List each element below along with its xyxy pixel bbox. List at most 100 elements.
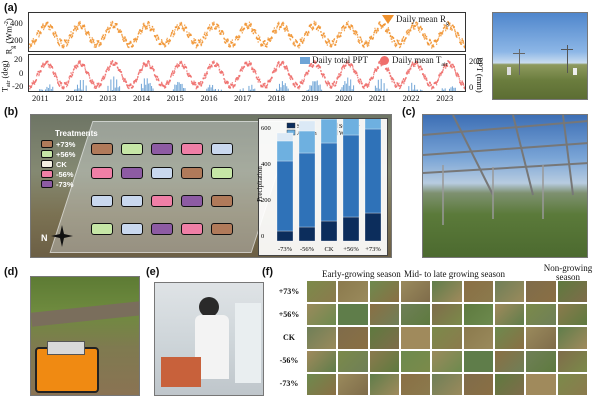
rg-series	[29, 20, 465, 49]
vegetation-photo-cell	[462, 280, 494, 304]
precip-category-label: +56%	[343, 246, 359, 253]
vegetation-photo-cell	[556, 326, 588, 350]
laboratory-photo	[154, 282, 264, 396]
year-tick-label: 2019	[301, 93, 319, 103]
vegetation-photo-cell	[431, 326, 463, 350]
panel-b-letter: (b)	[4, 106, 19, 118]
precip-bar-segment	[298, 120, 316, 132]
field-tower-photo	[492, 12, 588, 100]
plot-cell	[121, 167, 143, 179]
precip-bar-segment	[320, 118, 338, 144]
vegetation-photo-cell	[556, 280, 588, 304]
vegetation-photo-cell	[337, 349, 369, 373]
tair-tick-0: 0	[19, 68, 24, 78]
rg-legend-text: Daily mean R	[396, 14, 446, 24]
precip-bar-segment	[298, 226, 316, 242]
year-tick-label: 2018	[267, 93, 285, 103]
vegetation-photo-cell	[306, 326, 338, 350]
precip-bar-segment	[276, 160, 294, 232]
precip-category-label: -73%	[278, 246, 293, 253]
vegetation-photo-cell	[400, 280, 432, 304]
tair-ppt-series	[29, 59, 465, 91]
vegetation-photo-cell	[494, 303, 526, 327]
ppt-legend-text: Daily total PPT	[312, 55, 368, 65]
vegetation-photo-cell	[525, 349, 557, 373]
year-tick-label: 2020	[335, 93, 353, 103]
shelter-frame-lines	[423, 115, 587, 225]
vegetation-photo-cell	[431, 372, 463, 396]
precip-bar-segment	[342, 110, 360, 136]
tair-legend-text: Daily mean T	[392, 55, 442, 65]
vegetation-photo-cell	[494, 326, 526, 350]
treatment-row-label: CK	[283, 333, 295, 342]
treatment-row-label: +73%	[278, 286, 300, 296]
plot-cell	[121, 195, 143, 207]
year-tick-label: 2021	[368, 93, 386, 103]
plot-cell	[151, 143, 173, 155]
season-early: Early-growing season	[322, 269, 401, 279]
precip-bar-segment	[364, 104, 382, 130]
plot-cell	[181, 223, 203, 235]
vegetation-photo-cell	[306, 303, 338, 327]
rg-axis-label-text: R	[3, 48, 14, 55]
treatment-swatch-plus73	[41, 140, 53, 148]
year-tick-label: 2016	[200, 93, 218, 103]
vegetation-photo-cell	[525, 303, 557, 327]
vegetation-photo-cell	[400, 349, 432, 373]
plot-cell	[211, 223, 233, 235]
ppt-tick-200: 200	[469, 56, 482, 66]
vegetation-photo-cell	[337, 326, 369, 350]
vegetation-photo-cell	[462, 326, 494, 350]
vegetation-photo-cell	[556, 303, 588, 327]
precip-bar-segment	[364, 212, 382, 242]
year-tick-label: 2015	[166, 93, 184, 103]
plot-cell	[181, 167, 203, 179]
precip-bars: 6004002000SpringSummerAutumnWinter-73%-5…	[261, 94, 382, 253]
vegetation-photo-cell	[494, 280, 526, 304]
precip-ylabel-wrap: Precipitation	[256, 166, 272, 202]
vegetation-photo-cell	[431, 280, 463, 304]
treatment-label-plus56: +56%	[56, 150, 76, 159]
treatment-row-label: -56%	[279, 356, 299, 366]
treatment-label-plus73: +73%	[56, 140, 76, 149]
vegetation-photo-cell	[431, 303, 463, 327]
precip-tick-label: 200	[261, 197, 271, 204]
treatment-label-minus73: -73%	[56, 180, 74, 189]
circle-marker-icon	[380, 56, 389, 65]
precip-bar-segment	[342, 134, 360, 218]
vegetation-photo-cell	[400, 303, 432, 327]
vegetation-photo-cell	[368, 349, 400, 373]
rg-legend-sub: g	[446, 20, 449, 27]
plot-cell	[181, 143, 203, 155]
treatment-row-label: +56%	[278, 309, 300, 319]
vegetation-photo-cell	[494, 372, 526, 396]
tair-legend-sub: air	[441, 61, 448, 68]
year-tick-label: 2012	[65, 93, 83, 103]
triangle-marker-icon	[382, 15, 394, 24]
vegetation-photo-grid: +73%+56%CK-56%-73%	[276, 280, 588, 396]
precip-tick-label: 600	[261, 125, 271, 132]
tair-ppt-plot	[28, 54, 466, 92]
vegetation-photo-cell	[462, 303, 494, 327]
vegetation-photo-cell	[400, 372, 432, 396]
plot-cell	[121, 143, 143, 155]
precip-bar-segment	[276, 230, 294, 242]
vegetation-photo-cell	[337, 303, 369, 327]
precip-chart: 6004002000SpringSummerAutumnWinter-73%-5…	[258, 94, 388, 256]
year-tick-label: 2023	[436, 93, 454, 103]
precip-bar-segment	[342, 216, 360, 242]
rain-shelter-photo	[422, 114, 588, 258]
precip-legend-swatch	[286, 122, 296, 129]
field-instrument-photo	[30, 276, 140, 396]
compass-label: N	[41, 233, 48, 243]
vegetation-photo-cell	[337, 280, 369, 304]
treatment-label-minus56: -56%	[56, 170, 74, 179]
season-non-growing: Non-growing season	[543, 263, 593, 282]
vegetation-photo-cell	[400, 326, 432, 350]
treatment-swatch-minus56	[41, 170, 53, 178]
plot-cell	[151, 195, 173, 207]
vegetation-photo-cell	[306, 280, 338, 304]
precip-tick-label: 0	[261, 233, 264, 240]
vegetation-photo-cell	[525, 326, 557, 350]
